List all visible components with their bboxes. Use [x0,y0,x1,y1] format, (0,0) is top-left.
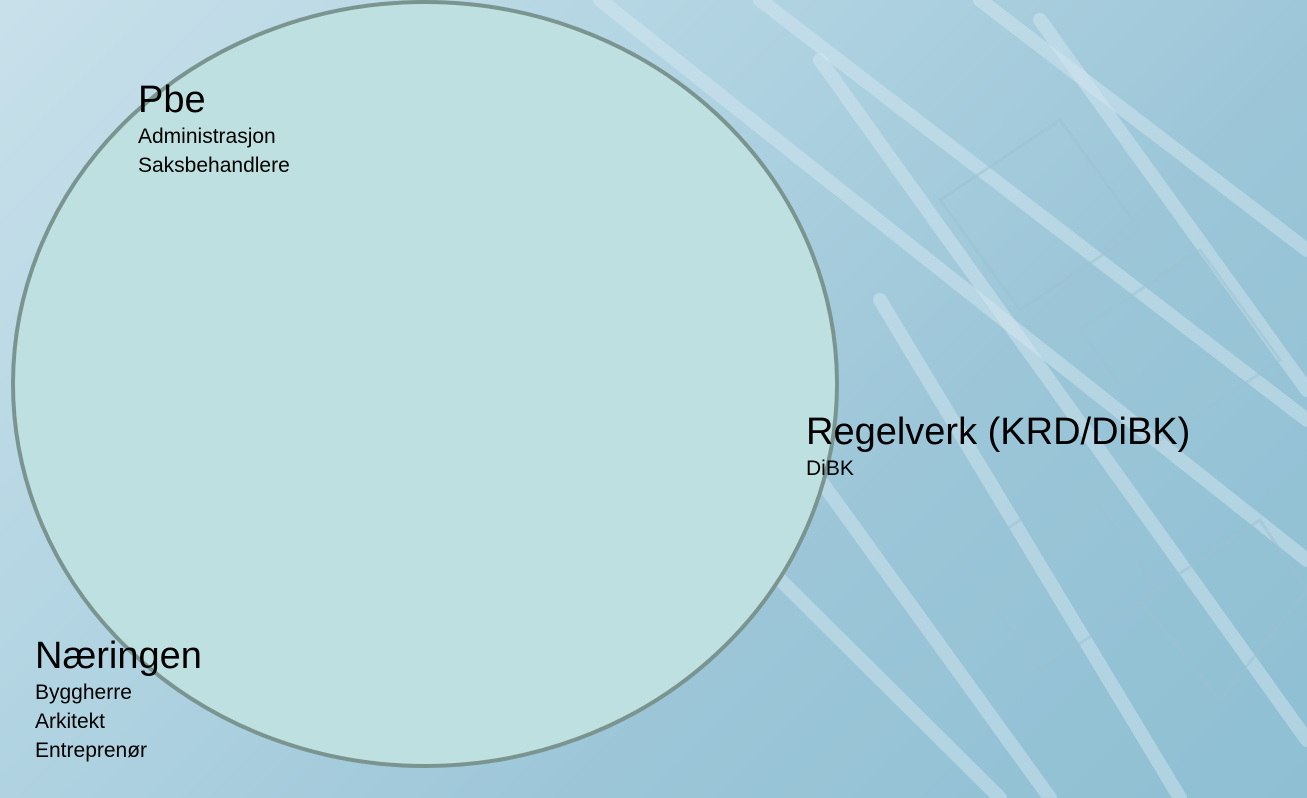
group-pbe: Pbe Administrasjon Saksbehandlere [138,78,290,180]
group-naeringen-item-arkitekt: Arkitekt [35,710,106,733]
group-pbe-item-saksbehandlere: Saksbehandlere [138,154,290,177]
group-regelverk-item-dibk: DiBK [806,457,854,480]
group-naeringen-title: Næringen [35,635,202,677]
group-pbe-item-administrasjon: Administrasjon [138,125,276,148]
stakeholder-circle [11,0,839,768]
group-naeringen-item-entreprenor: Entreprenør [35,739,148,762]
group-naeringen: Næringen Byggherre Arkitekt Entreprenør [35,634,202,765]
group-naeringen-item-byggherre: Byggherre [35,681,132,704]
group-pbe-title: Pbe [138,79,206,121]
group-regelverk: Regelverk (KRD/DiBK) DiBK [806,410,1190,483]
group-regelverk-title: Regelverk (KRD/DiBK) [806,411,1191,453]
